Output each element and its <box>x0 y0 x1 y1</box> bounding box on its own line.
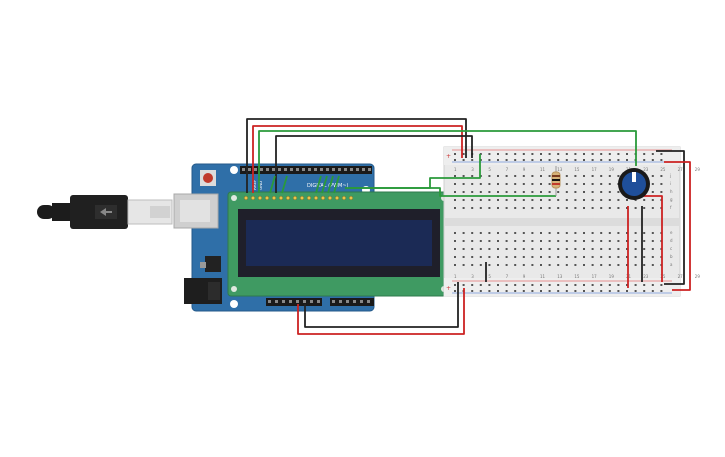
column-number: 9 <box>523 274 526 279</box>
wire-red-bottom <box>297 288 465 335</box>
resistor-icon[interactable] <box>551 166 561 196</box>
wire-black-2 <box>275 135 473 193</box>
potentiometer-icon[interactable] <box>618 168 650 200</box>
reset-button[interactable] <box>203 173 213 183</box>
column-number: 29 <box>695 167 701 172</box>
aref-label: AREF <box>252 179 257 190</box>
row-letter: b <box>670 254 673 259</box>
column-number: 27 <box>678 167 684 172</box>
column-number: 17 <box>592 167 598 172</box>
row-letter: e <box>670 230 673 235</box>
wire-red-pot <box>640 195 663 282</box>
row-letter: j <box>669 173 671 178</box>
column-number: 27 <box>678 274 684 279</box>
wire-green-4 <box>315 175 322 194</box>
column-number: 25 <box>660 274 666 279</box>
wire-green-2 <box>269 175 276 194</box>
wire-black-right <box>656 150 685 285</box>
row-letter: c <box>670 246 672 251</box>
row-letter: g <box>670 197 673 202</box>
column-number: 17 <box>592 274 598 279</box>
wire-red-right <box>664 161 691 291</box>
column-number: 25 <box>660 167 666 172</box>
column-number: 3 <box>471 167 474 172</box>
gnd-label: GND <box>258 181 263 190</box>
wire-green-1 <box>258 130 637 193</box>
column-number: 23 <box>643 167 649 172</box>
wires <box>246 118 691 335</box>
row-letter: d <box>670 238 673 243</box>
power-header <box>266 298 322 306</box>
wire-green-7 <box>333 175 340 194</box>
wire-green-9 <box>350 187 556 197</box>
column-number: 1 <box>454 167 457 172</box>
column-number: 15 <box>574 274 580 279</box>
row-letter: a <box>670 262 673 267</box>
column-number: 19 <box>609 274 615 279</box>
column-number: 3 <box>471 274 474 279</box>
row-letter: h <box>670 189 673 194</box>
analog-header <box>330 298 374 306</box>
column-number: 19 <box>609 167 615 172</box>
breadboard-holes <box>454 153 663 292</box>
digital-header <box>240 166 372 174</box>
lcd-screen <box>246 220 432 266</box>
rail-plus-label-bottom: + <box>446 285 451 292</box>
lcd-pin-row <box>243 195 354 201</box>
wire-green-6 <box>327 175 334 194</box>
rail-plus-label: + <box>446 153 451 160</box>
column-number: 13 <box>557 167 563 172</box>
usb-cable-icon[interactable] <box>37 195 173 229</box>
wire-black-gnd-top <box>246 118 467 193</box>
wire-black-bottom <box>304 282 459 328</box>
column-number: 7 <box>506 274 509 279</box>
column-number: 29 <box>695 274 701 279</box>
column-number: 15 <box>574 167 580 172</box>
column-number: 11 <box>540 167 546 172</box>
row-letter: f <box>670 205 672 210</box>
column-number: 5 <box>488 167 491 172</box>
column-number: 13 <box>557 274 563 279</box>
column-number: 5 <box>488 274 491 279</box>
column-number: 11 <box>540 274 546 279</box>
breadboard[interactable]: 1133557799111113131515171719192121232325… <box>443 146 701 297</box>
row-letter: i <box>670 181 671 186</box>
column-number: 1 <box>454 274 457 279</box>
column-number: 23 <box>643 274 649 279</box>
column-number: 7 <box>506 167 509 172</box>
wire-red-5v-top <box>252 125 463 193</box>
lcd-16x2-display[interactable] <box>227 191 451 297</box>
wire-green-5 <box>321 175 328 194</box>
digital-pwm-label: DIGITAL (PWM~) <box>307 183 349 189</box>
wire-green-3 <box>281 175 288 194</box>
column-number: 9 <box>523 167 526 172</box>
